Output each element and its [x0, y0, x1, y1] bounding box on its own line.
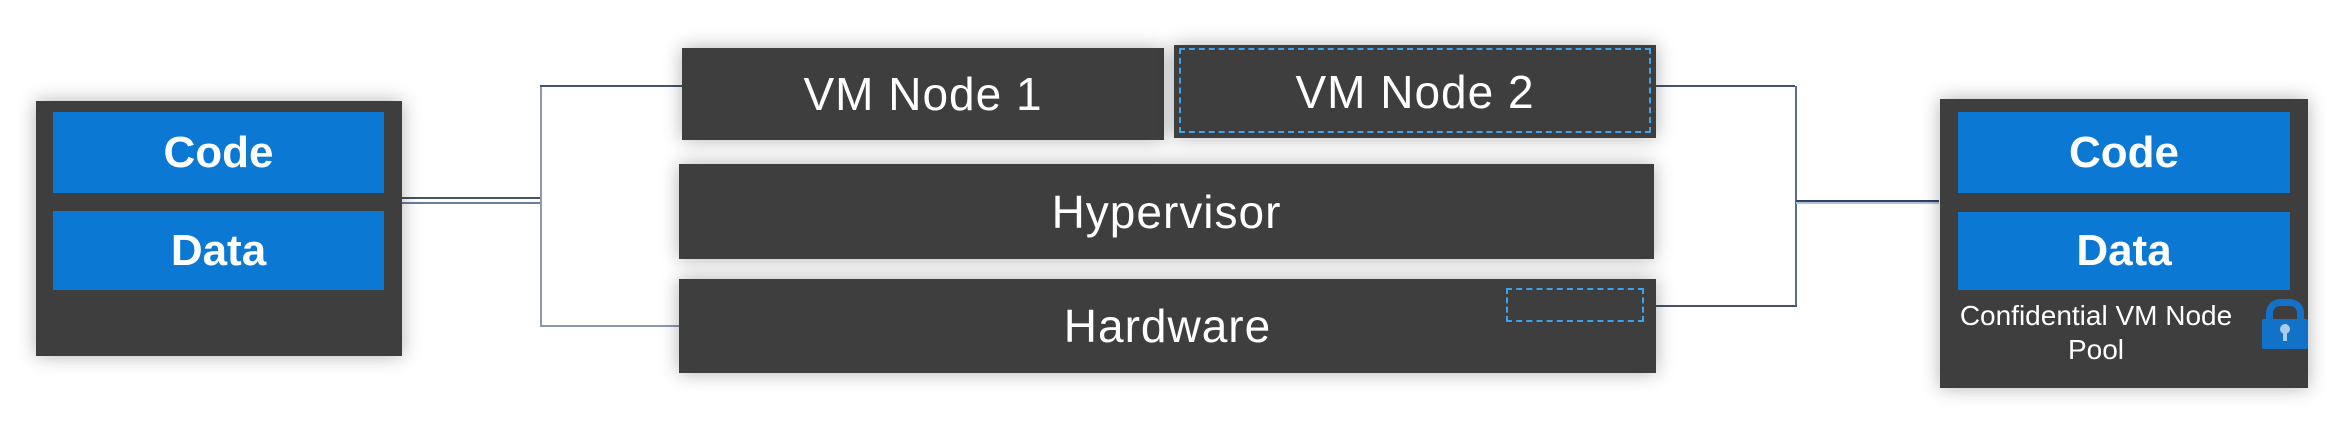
hardware-box: Hardware [679, 279, 1656, 373]
right-confidential-vm-pool-box: Code Data Confidential VM Node Pool [1940, 99, 2308, 388]
connector-left-horizontal-double-line [402, 197, 540, 204]
right-code-box: Code [1958, 112, 2290, 193]
connector-right-bracket-top-branch [1656, 85, 1795, 87]
connector-right-bracket-vertical [1795, 86, 1797, 307]
lock-keyhole [2280, 324, 2290, 341]
connector-right-bracket-bottom-branch [1645, 305, 1797, 307]
connector-left-bracket-bottom-branch [540, 325, 680, 327]
connector-left-bracket-vertical [540, 86, 542, 327]
left-code-label: Code [163, 127, 274, 177]
right-pool-caption-row: Confidential VM Node Pool [1940, 299, 2308, 367]
right-data-label: Data [2076, 226, 2172, 275]
left-code-box: Code [53, 112, 384, 193]
vm-node-1-box: VM Node 1 [682, 48, 1164, 140]
left-vm-pool-box: Code Data [36, 101, 402, 356]
hardware-reserved-region-dashed-box [1506, 288, 1644, 322]
connector-right-horizontal [1796, 200, 1939, 202]
lock-shackle [2266, 299, 2304, 326]
confidential-vm-node-pool-caption: Confidential VM Node Pool [1959, 300, 2233, 366]
connector-left-bracket-top-branch [540, 85, 683, 87]
vm-node-2-selection-dashed-border [1179, 48, 1651, 133]
right-data-box: Data [1958, 212, 2290, 290]
hypervisor-label: Hypervisor [1051, 185, 1282, 238]
lock-icon [2262, 299, 2308, 349]
right-code-label: Code [2069, 127, 2179, 177]
hardware-label: Hardware [1063, 300, 1272, 352]
vm-node-2-box: VM Node 2 [1174, 45, 1656, 138]
left-data-box: Data [53, 211, 384, 290]
vm-node-2-label: VM Node 2 [1295, 65, 1535, 118]
vm-node-1-label: VM Node 1 [803, 68, 1043, 120]
hypervisor-box: Hypervisor [679, 164, 1654, 259]
lock-body [2262, 319, 2308, 349]
left-data-label: Data [170, 225, 267, 275]
